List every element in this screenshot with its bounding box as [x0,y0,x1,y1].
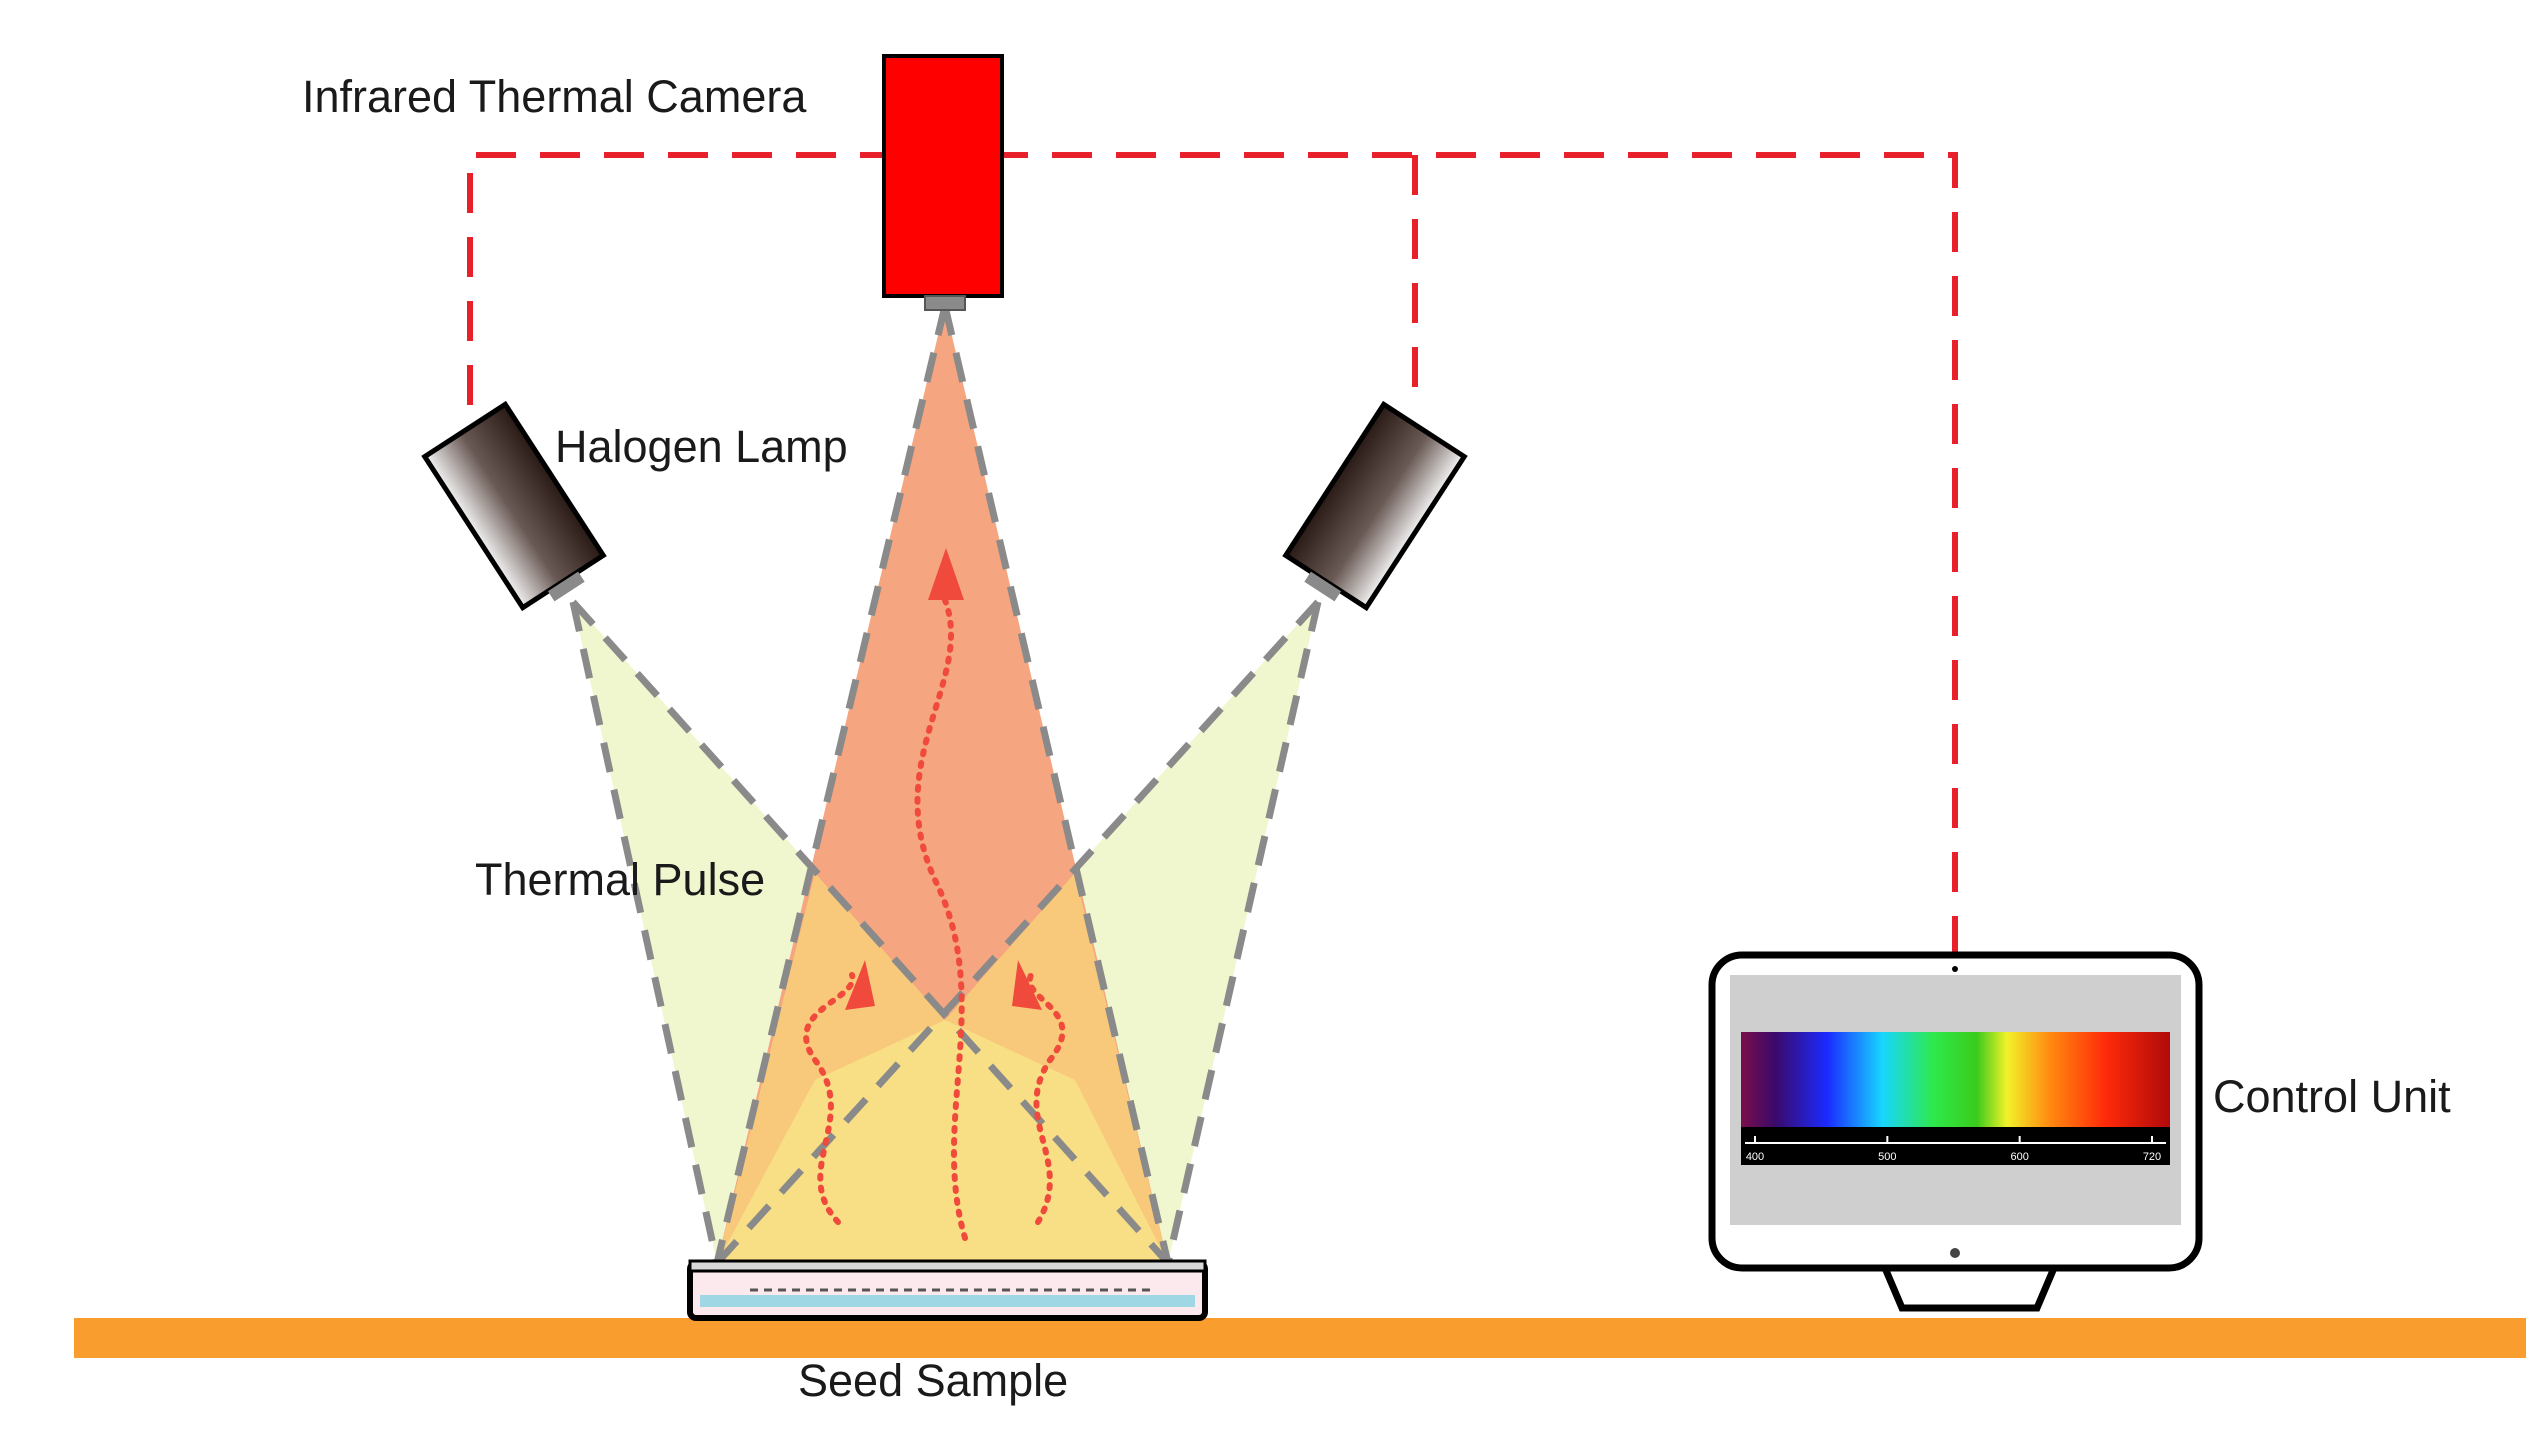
thermal-pulse-label: Thermal Pulse [475,854,765,905]
spectrum-tick-label: 600 [2010,1151,2028,1163]
spectrum-axis: 400 500 600 720 [1746,1136,2161,1163]
camera-label: Infrared Thermal Camera [302,71,807,122]
heat-arrow-head-left [845,960,875,1010]
spectrum-tick-label: 400 [1746,1151,1764,1163]
seed-tray-icon [687,1259,1208,1321]
heat-arrowheads [845,548,1042,1010]
beam-edges [569,305,1322,1266]
heated-zone [717,1020,1168,1263]
halogen-lamp-icon [1282,400,1468,612]
control-wiring [467,152,1958,955]
control-unit-label: Control Unit [2213,1071,2451,1122]
beams [569,305,1322,1266]
seed-sample-label: Seed Sample [798,1355,1068,1406]
floor-surface [74,1318,2526,1358]
spectrum-tick-label: 720 [2143,1151,2161,1163]
camera-icon [882,54,1004,311]
halogen-lamp-icon [421,400,607,612]
heat-arrow-head-center [928,548,964,600]
heat-flow-arrows [803,597,1066,1241]
lamp-label: Halogen Lamp [555,421,848,472]
monitor-icon [1708,951,2203,1312]
heat-arrow-head-right [1012,960,1042,1010]
spectrum-tick-label: 500 [1878,1151,1896,1163]
